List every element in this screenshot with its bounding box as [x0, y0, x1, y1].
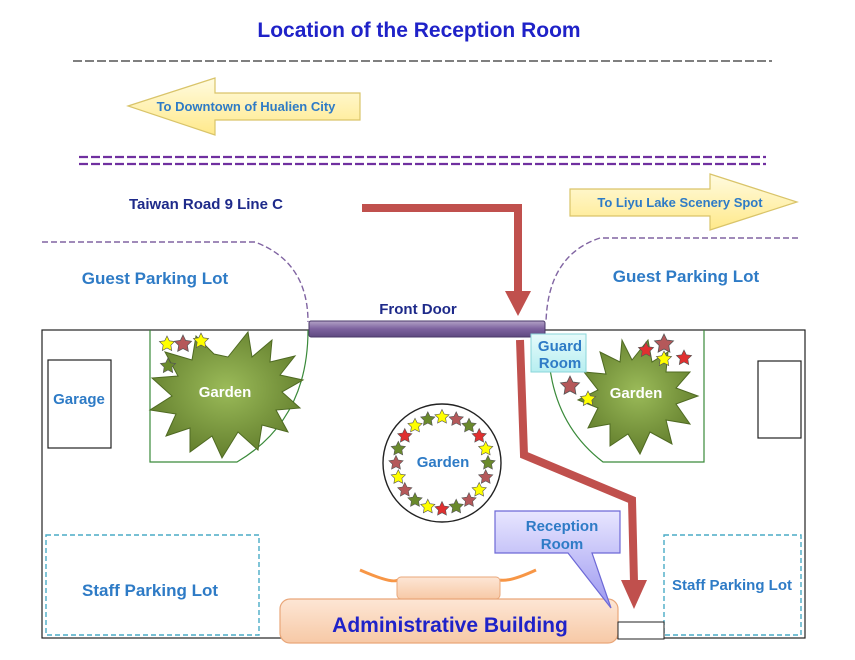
- left-arrow-shape: [126, 77, 361, 136]
- reception-room-label-line2: Room: [541, 536, 584, 553]
- star-icon: [397, 427, 413, 443]
- star-icon: [579, 390, 597, 407]
- star-icon: [420, 411, 436, 426]
- administrative-building: [279, 598, 619, 644]
- star-icon: [637, 341, 655, 358]
- route-arrow: [362, 204, 647, 609]
- liyu-label: To Liyu Lake Scenery Spot: [597, 195, 763, 210]
- guard-room-label-line2: Room: [539, 355, 582, 372]
- guest-parking-right-label: Guest Parking Lot: [613, 267, 760, 286]
- downtown-label: To Downtown of Hualien City: [157, 99, 337, 114]
- left-garden-label: Garden: [199, 384, 252, 401]
- route-arrowhead-2: [621, 580, 647, 609]
- star-icon: [448, 498, 464, 514]
- star-icon: [653, 333, 675, 353]
- left-garden-plot: [149, 329, 309, 463]
- star-icon: [397, 481, 413, 497]
- garage-label: Garage: [53, 391, 105, 408]
- star-icon: [390, 440, 407, 456]
- star-icon: [390, 469, 407, 484]
- star-icon: [388, 454, 404, 470]
- star-icon: [407, 492, 423, 507]
- right-building-box: [757, 360, 802, 439]
- left-garden-shape: [148, 330, 305, 460]
- staff-parking-left-label: Staff Parking Lot: [82, 581, 218, 600]
- guest-parking-left-label: Guest Parking Lot: [82, 269, 229, 288]
- star-icon: [477, 440, 494, 456]
- arrow-to-liyu: To Liyu Lake Scenery Spot: [569, 173, 799, 231]
- star-icon: [655, 350, 673, 367]
- front-door-bar: [308, 320, 546, 338]
- star-icon: [461, 417, 477, 433]
- star-icon: [434, 500, 450, 516]
- star-icon: [471, 481, 487, 497]
- route-segment-2: [516, 339, 638, 583]
- staff-parking-right-box: [663, 534, 802, 636]
- right-garden-label: Garden: [610, 385, 663, 402]
- arrow-to-downtown: To Downtown of Hualien City: [126, 77, 361, 136]
- right-arrow-shape: [569, 173, 799, 231]
- garage-box: [47, 359, 112, 449]
- front-door-label: Front Door: [379, 301, 457, 318]
- building-annex: [617, 621, 665, 640]
- entrance-porch: [396, 576, 501, 600]
- entrance-arc-right: [499, 568, 537, 582]
- administrative-building-label: Administrative Building: [332, 614, 568, 637]
- star-icon: [480, 454, 496, 470]
- star-icon: [192, 332, 210, 349]
- route-segment-1: [362, 204, 522, 292]
- right-garden-shape: [576, 338, 700, 456]
- guard-room-label-line1: Guard: [538, 338, 582, 355]
- route-arrowhead-1: [505, 291, 531, 316]
- star-icon: [461, 492, 477, 507]
- reception-room-label-line1: Reception: [526, 518, 599, 535]
- star-icon: [471, 427, 487, 443]
- star-icon: [434, 408, 450, 424]
- staff-parking-right-label: Staff Parking Lot: [672, 577, 792, 594]
- road-line: [79, 155, 766, 166]
- entrance-arc-left: [359, 568, 399, 583]
- star-icon: [173, 334, 193, 352]
- road-label: Taiwan Road 9 Line C: [129, 196, 283, 213]
- star-decorations: [158, 332, 693, 407]
- center-garden-label: Garden: [417, 454, 470, 471]
- map-title: Location of the Reception Room: [257, 19, 580, 42]
- guard-room-box: [530, 333, 587, 373]
- star-icon: [675, 349, 693, 366]
- star-icon: [420, 498, 436, 514]
- star-icon: [559, 375, 581, 395]
- reception-room-callout: [494, 510, 621, 609]
- center-garden-stars: [388, 408, 496, 516]
- star-icon: [158, 335, 176, 352]
- staff-parking-left-box: [45, 534, 260, 636]
- star-icon: [407, 417, 423, 433]
- star-icon: [159, 357, 177, 374]
- star-icon: [477, 469, 494, 484]
- guest-parking-right-boundary: [545, 237, 798, 323]
- guest-parking-left-boundary: [42, 241, 309, 323]
- star-icon: [448, 411, 464, 426]
